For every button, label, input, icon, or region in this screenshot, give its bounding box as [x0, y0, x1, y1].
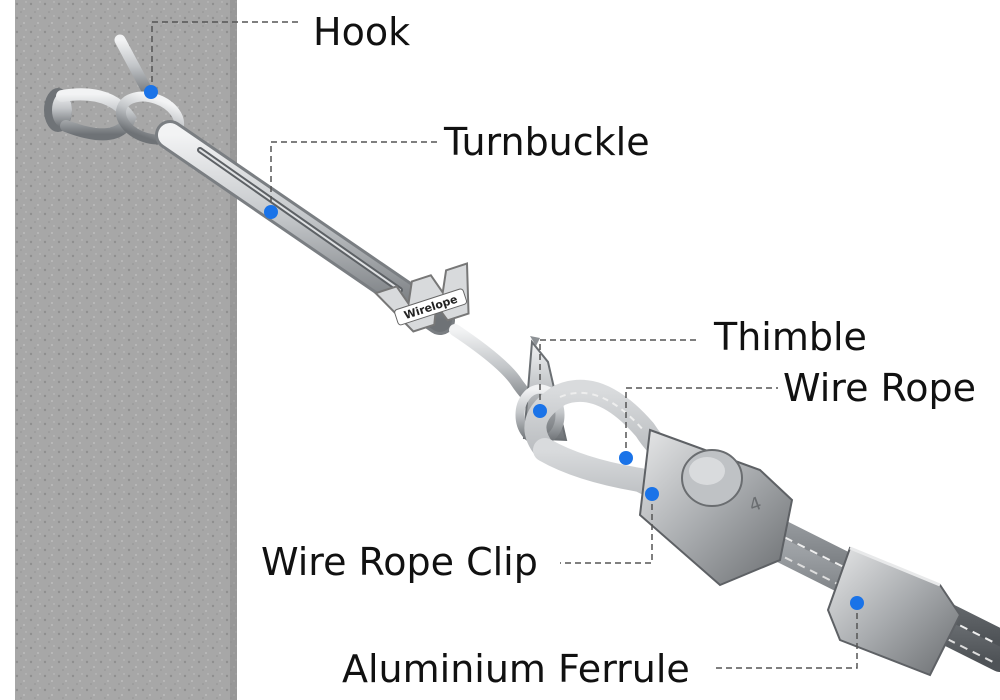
eye-bolt	[44, 88, 137, 141]
label-hook: Hook	[313, 10, 411, 54]
leader-turnbuckle	[270, 141, 440, 212]
label-turnbuckle: Turnbuckle	[444, 120, 650, 164]
label-thimble: Thimble	[714, 315, 867, 359]
brand-logo: Wirelope	[373, 262, 470, 333]
marker-clip	[645, 487, 659, 501]
marker-hook	[144, 85, 158, 99]
marker-wire-rope	[619, 451, 633, 465]
marker-ferrule	[850, 596, 864, 610]
label-wire-rope: Wire Rope	[783, 366, 976, 410]
label-aluminium-ferrule: Aluminium Ferrule	[342, 647, 690, 691]
leader-lines	[151, 21, 858, 669]
leader-ferrule	[712, 603, 858, 669]
wire-rope-clip-part: 4	[638, 428, 794, 587]
leader-wire-rope	[625, 387, 778, 458]
marker-thimble	[533, 404, 547, 418]
aluminium-ferrule-part	[826, 546, 962, 677]
label-wire-rope-clip: Wire Rope Clip	[261, 540, 538, 584]
marker-turnbuckle	[264, 205, 278, 219]
wall-shadow	[230, 0, 237, 700]
leader-clip	[560, 494, 653, 564]
leader-hook	[151, 21, 300, 92]
leader-thimble	[539, 339, 700, 410]
markers	[144, 85, 864, 610]
